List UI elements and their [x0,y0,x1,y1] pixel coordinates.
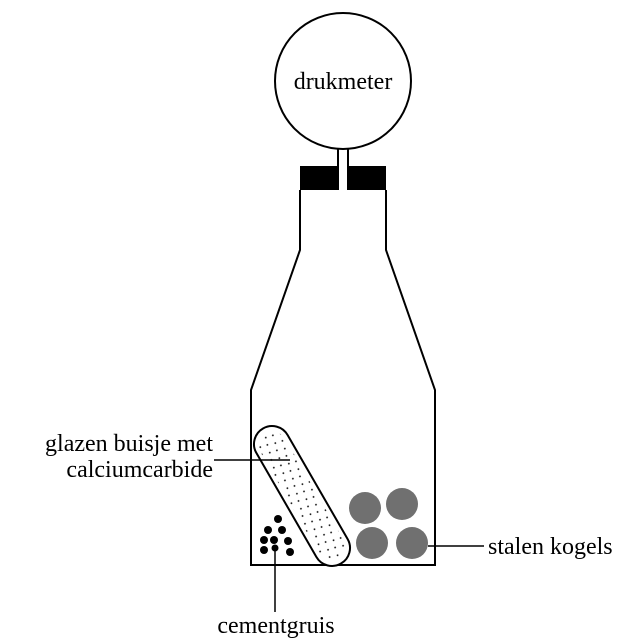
grit-particle [264,526,272,534]
pressure-gauge: drukmeter [274,12,412,190]
grit-particle [278,526,286,534]
glass-tube-label-line2: calciumcarbide [66,457,213,483]
grit-particle [270,536,278,544]
cement-grit-label: cementgruis [217,613,334,639]
gauge-dial [274,12,412,150]
glass-tube-label-line1: glazen buisje met [45,431,213,457]
grit-particle [260,546,268,554]
steel-balls-label: stalen kogels [488,534,613,560]
grit-particle [284,537,292,545]
steel-ball [386,488,418,520]
steel-ball [349,492,381,524]
gauge-label: drukmeter [294,69,393,95]
grit-particle [286,548,294,556]
grit-particle [274,515,282,523]
steel-ball [356,527,388,559]
cement-grit [260,515,294,556]
steel-ball [396,527,428,559]
stopper-left [300,166,338,190]
calcium-carbide-fill [259,431,345,561]
rubber-stopper [300,166,386,190]
glass-tube [253,425,351,567]
steel-balls [349,488,428,559]
stopper-right [348,166,386,190]
bottle [250,190,436,566]
grit-particle [260,536,268,544]
